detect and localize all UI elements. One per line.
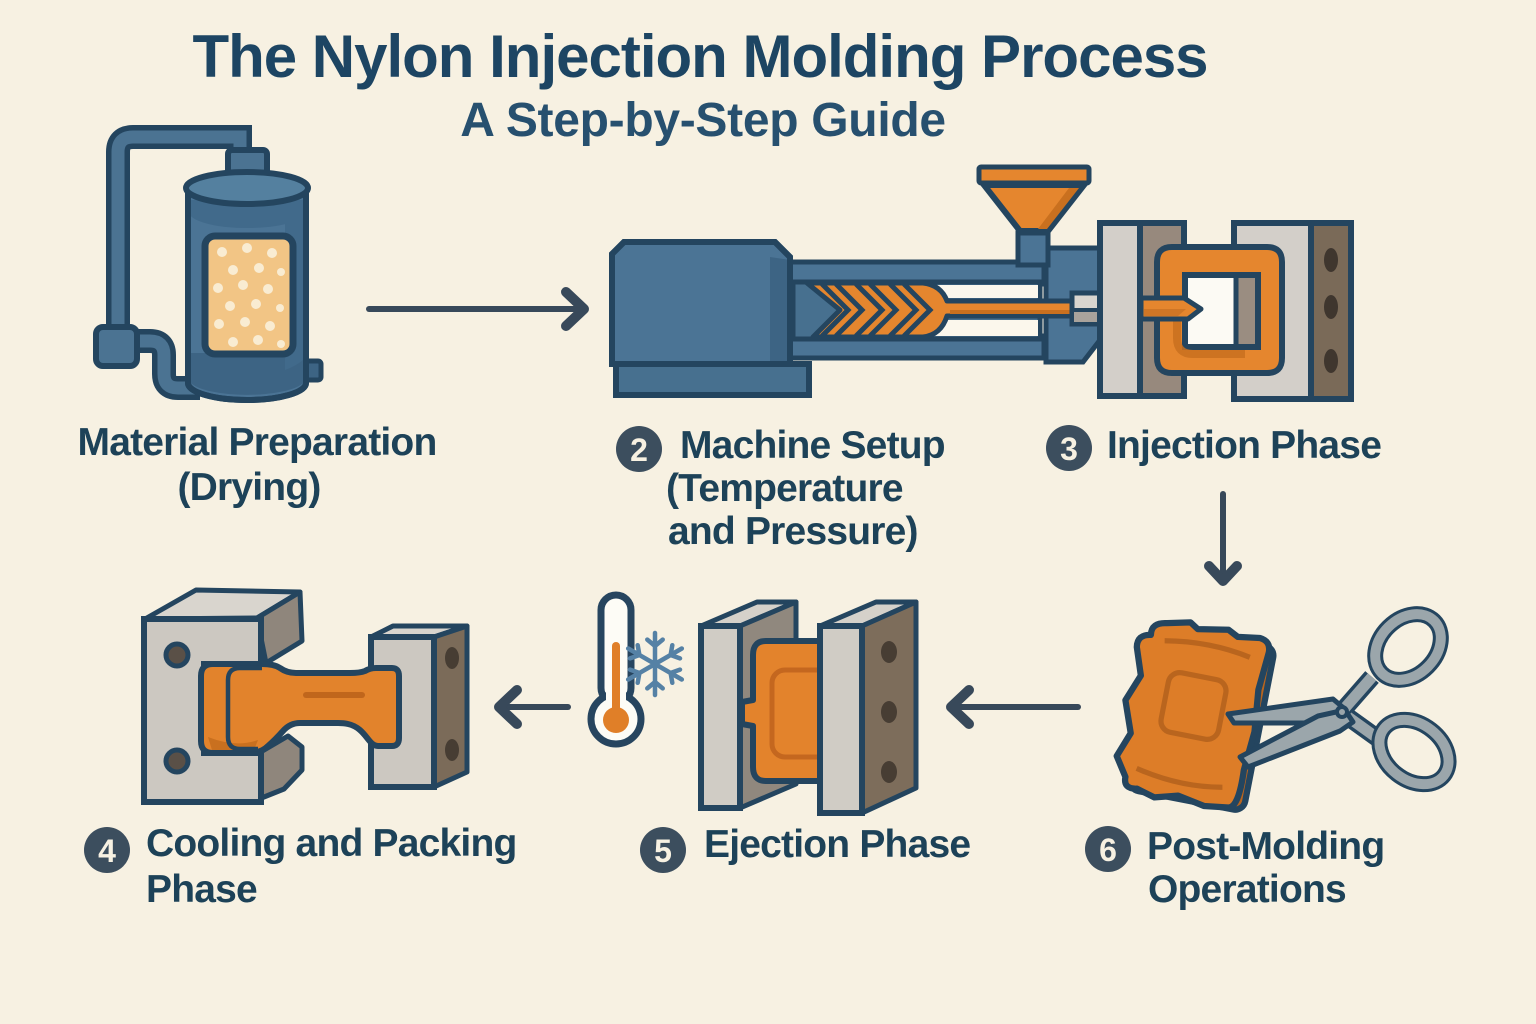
svg-text:(Temperature: (Temperature <box>666 467 903 510</box>
svg-text:Post-Molding: Post-Molding <box>1147 825 1384 868</box>
svg-text:Cooling and Packing: Cooling and Packing <box>146 822 517 865</box>
svg-text:6: 6 <box>1099 832 1117 868</box>
svg-text:Machine Setup: Machine Setup <box>680 424 945 467</box>
svg-text:5: 5 <box>654 833 672 869</box>
svg-text:4: 4 <box>98 833 116 869</box>
svg-text:A Step-by-Step Guide: A Step-by-Step Guide <box>460 94 946 147</box>
svg-text:Material Preparation: Material Preparation <box>78 421 437 464</box>
svg-text:Operations: Operations <box>1148 868 1346 911</box>
svg-text:Injection Phase: Injection Phase <box>1107 424 1381 467</box>
svg-text:2: 2 <box>630 432 648 468</box>
svg-text:Phase: Phase <box>146 868 257 911</box>
svg-text:and Pressure): and Pressure) <box>668 510 918 553</box>
svg-text:Ejection Phase: Ejection Phase <box>704 823 970 866</box>
svg-text:The Nylon Injection Molding Pr: The Nylon Injection Molding Process <box>192 23 1207 90</box>
svg-text:3: 3 <box>1060 431 1078 467</box>
svg-text:(Drying): (Drying) <box>177 466 320 509</box>
